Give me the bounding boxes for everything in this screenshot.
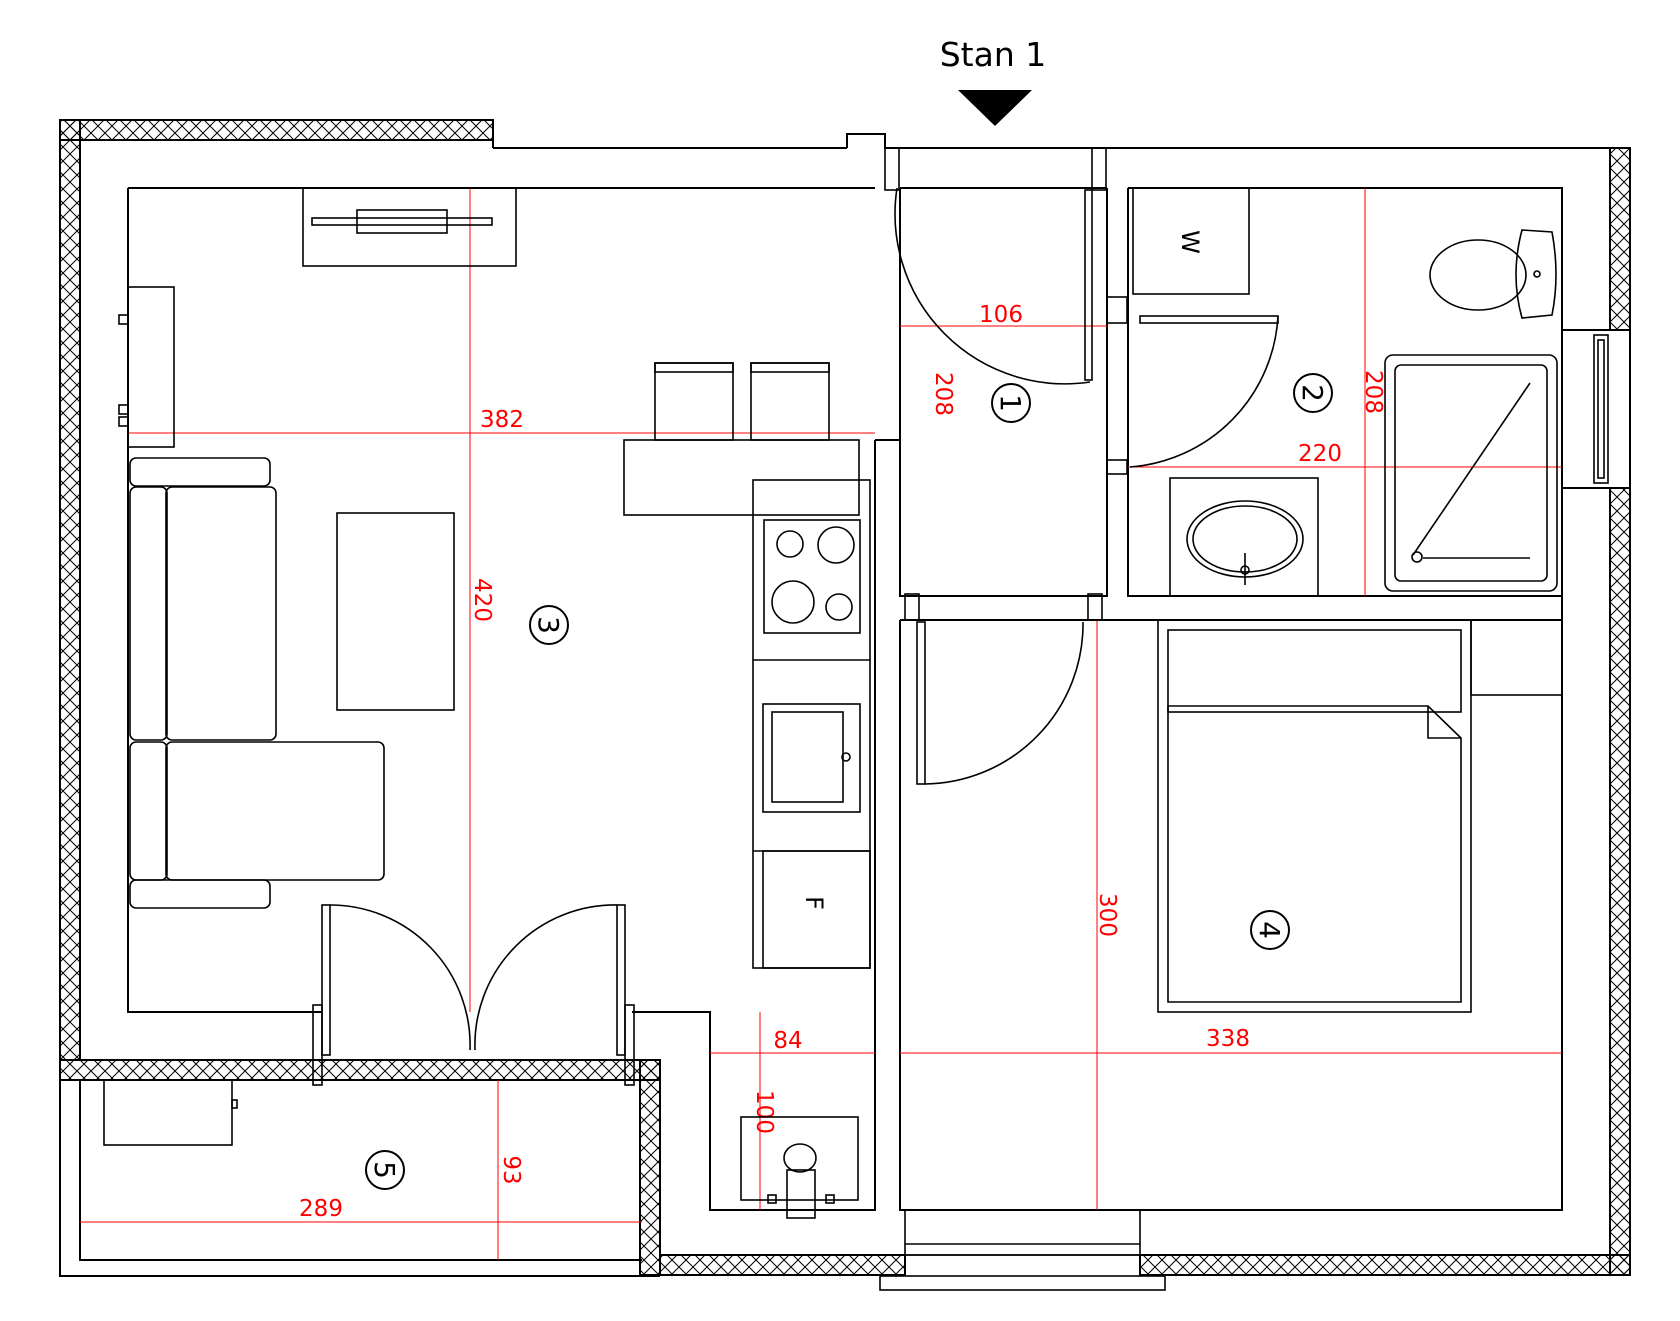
outer-outline [59,120,1631,1277]
bathroom-window [1593,334,1609,484]
bathroom-door [1106,296,1279,475]
bedroom-wardrobe [1470,619,1563,696]
dim-storage-height: 100 [751,1090,777,1134]
room-markers: 1 2 3 4 5 [365,373,1333,1190]
exterior-walls [59,119,1631,1276]
balcony-double-door [312,904,635,1086]
wardrobe [118,286,175,448]
room-marker-5: 5 [365,1150,405,1190]
balcony-bench [103,1079,238,1146]
bedroom-window [879,1209,1166,1291]
room-number-1: 1 [994,394,1027,412]
dimension-lines [80,188,1562,1260]
washing-machine: W [1132,187,1250,295]
room-marker-3: 3 [529,605,569,645]
dim-balcony-width: 289 [299,1196,343,1222]
shower-tray [1384,354,1558,592]
fridge-mark: F [800,896,828,910]
room-marker-1: 1 [991,383,1031,423]
storage-sink [740,1116,859,1219]
bathroom-sink [1169,477,1319,597]
dim-living-height: 420 [469,578,495,622]
room-marker-4: 4 [1250,910,1290,950]
room-number-2: 2 [1296,384,1329,402]
dim-living-width: 382 [480,407,524,433]
dim-hall-width: 106 [979,302,1023,328]
entrance-arrow-icon [958,90,1032,126]
plan-title: Stan 1 [940,35,1047,74]
dim-storage-width: 84 [773,1028,802,1054]
room-number-4: 4 [1253,921,1286,939]
room-number-3: 3 [532,616,565,634]
kitchen-counter [752,479,871,969]
double-bed [1157,619,1472,1013]
room-number-5: 5 [368,1161,401,1179]
entrance-door [884,147,1107,385]
bedroom-door [904,593,1103,785]
coffee-table [336,512,455,711]
toilet [1429,229,1557,319]
washer-mark: W [1176,230,1204,254]
dim-bedroom-width: 338 [1206,1026,1250,1052]
corner-sofa [129,457,385,909]
tv-unit [302,187,517,267]
room-marker-2: 2 [1293,373,1333,413]
dim-bath-height: 208 [1360,370,1386,414]
dim-balcony-height: 93 [498,1155,524,1184]
fridge: F [762,850,871,969]
interior-walls [79,187,1610,1261]
dim-bath-width: 220 [1298,441,1342,467]
bar-counter [623,362,860,516]
dim-hall-height: 208 [930,372,956,416]
dimension-labels: 382 420 106 208 220 208 84 100 338 300 2… [299,302,1386,1222]
dim-bedroom-height: 300 [1094,893,1120,937]
